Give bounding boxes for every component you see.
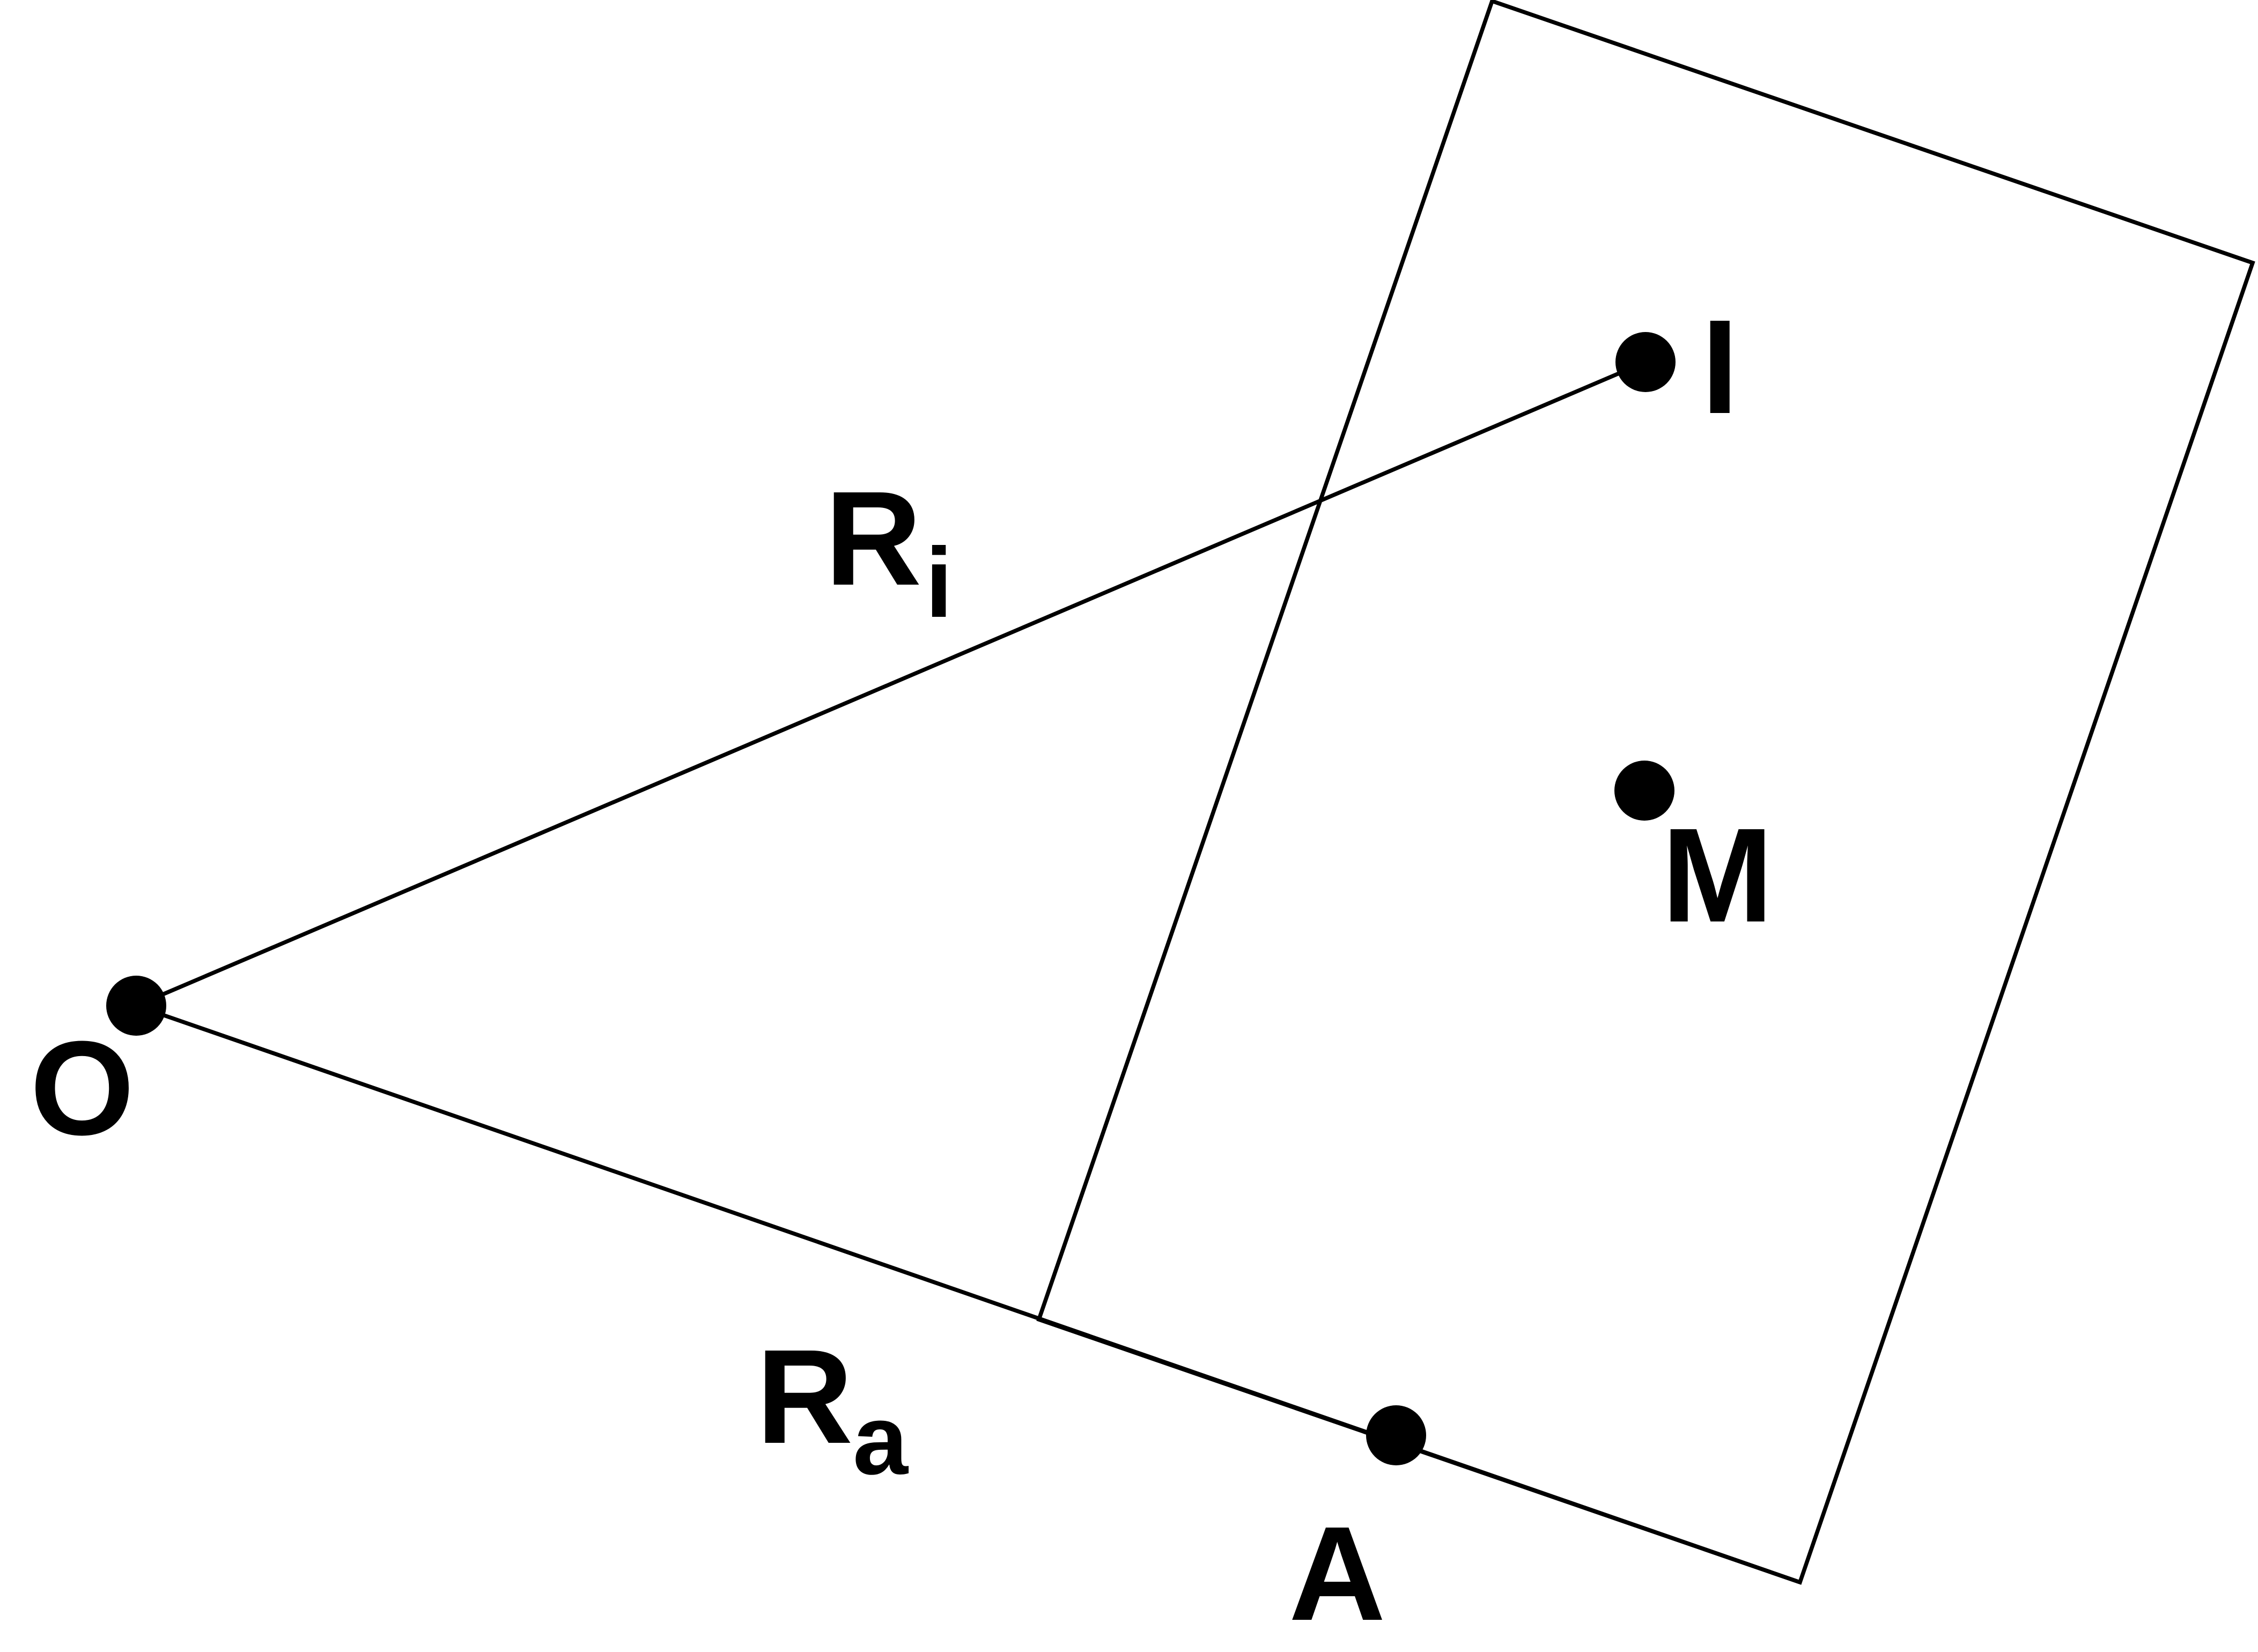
point-o xyxy=(106,976,166,1036)
label-o: O xyxy=(30,1013,134,1163)
label-ri-sub: i xyxy=(925,528,953,638)
ray-o-to-i xyxy=(135,360,1647,1008)
point-i xyxy=(1615,332,1676,392)
label-ra-sub: a xyxy=(853,1385,909,1495)
label-i: I xyxy=(1701,292,1738,441)
point-m xyxy=(1614,761,1674,821)
label-ri-main: R xyxy=(825,463,922,613)
label-ra-main: R xyxy=(756,1322,853,1471)
ray-o-to-a xyxy=(135,1004,1801,1584)
label-a: A xyxy=(1289,1499,1386,1648)
point-a xyxy=(1366,1405,1426,1465)
label-m: M xyxy=(1662,800,1773,950)
